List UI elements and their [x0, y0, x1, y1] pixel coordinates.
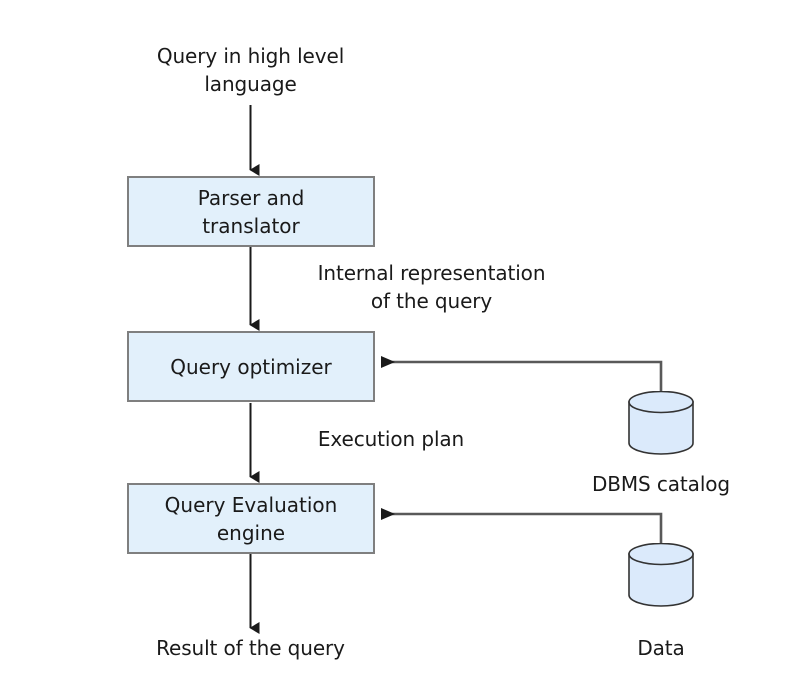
output-label: Result of the query	[156, 636, 345, 660]
edge-label-execution-plan: Execution plan	[317, 427, 465, 451]
arrow-data-to-engine	[381, 508, 663, 552]
input-label: Query in high level language	[156, 44, 345, 96]
cylinder-body	[628, 401, 694, 455]
process-box-evaluation-engine[interactable]: Query Evaluation engine	[127, 483, 375, 554]
datastore-label-data: Data	[637, 636, 685, 660]
datastore-dbms-catalog[interactable]	[626, 391, 696, 455]
cylinder-top	[628, 391, 694, 414]
datastore-label-dbms-catalog: DBMS catalog	[591, 472, 731, 496]
edge-label-internal-representation: Internal representation of the query	[317, 261, 546, 313]
process-box-optimizer[interactable]: Query optimizer	[127, 331, 375, 402]
cylinder-body	[628, 553, 694, 607]
cylinder-top	[628, 543, 694, 566]
arrow-catalog-to-optimizer	[381, 356, 663, 400]
datastore-data[interactable]	[626, 543, 696, 607]
process-box-parser[interactable]: Parser and translator	[127, 176, 375, 247]
